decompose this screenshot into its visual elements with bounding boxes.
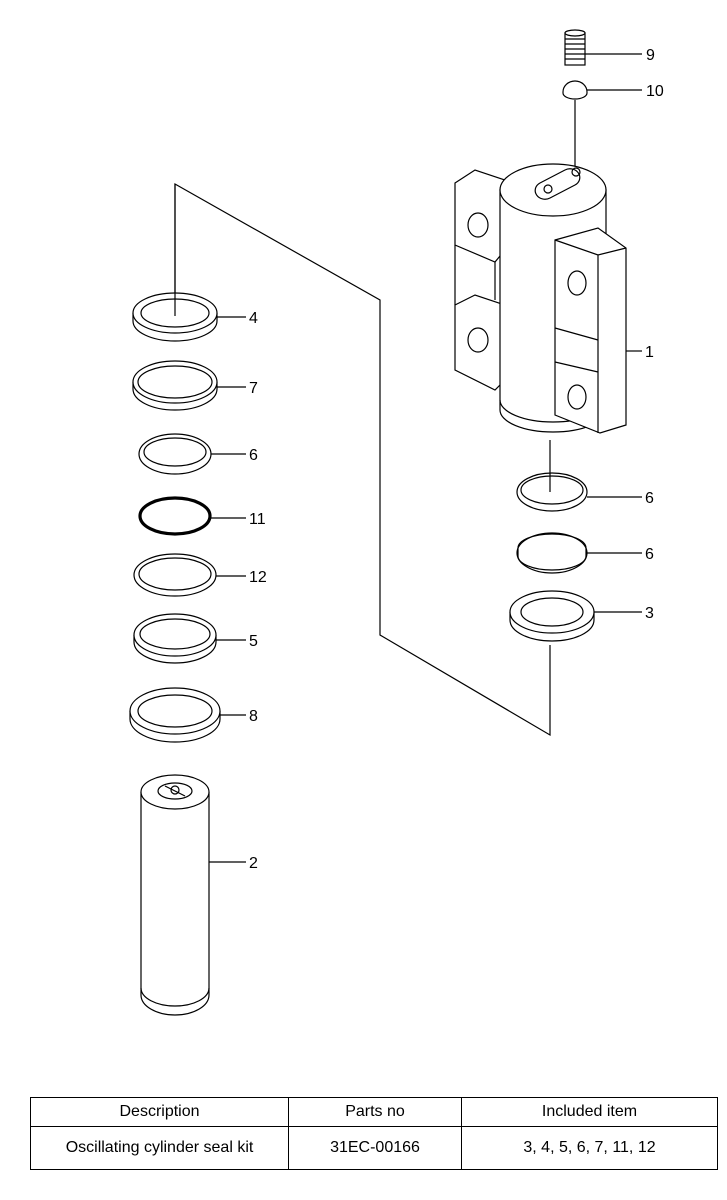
callout-7: 7: [249, 380, 258, 397]
callout-5: 5: [249, 633, 258, 650]
table-header-row: Description Parts no Included item: [30, 1097, 718, 1127]
part-1-cylinder-housing: [454, 163, 627, 434]
part-7-seal: [132, 360, 218, 411]
part-5-seal: [133, 613, 217, 664]
part-3-ring: [509, 590, 595, 642]
callout-9: 9: [646, 47, 655, 64]
exploded-parts-diagram: 9 10 1 6 6 3 4 7 6 11 12 5 8 2: [129, 29, 664, 1016]
cell-parts-no: 31EC-00166: [288, 1126, 462, 1170]
cell-included-item: 3, 4, 5, 6, 7, 11, 12: [461, 1126, 718, 1170]
part-12-seal: [133, 553, 217, 597]
part-10-steel-ball: [562, 80, 588, 100]
callout-11: 11: [249, 511, 266, 528]
callout-8: 8: [249, 708, 258, 725]
part-6-left-seal: [138, 433, 212, 475]
callout-3: 3: [645, 605, 654, 622]
callout-10: 10: [646, 83, 664, 100]
part-4-ring: [132, 184, 218, 342]
header-parts-no: Parts no: [288, 1097, 462, 1127]
callout-12: 12: [249, 569, 267, 586]
callout-2: 2: [249, 855, 258, 872]
callout-6-right-upper: 6: [645, 490, 654, 507]
callout-6-right-lower: 6: [645, 546, 654, 563]
callout-1: 1: [645, 344, 654, 361]
assembly-guide-line: [174, 182, 551, 737]
part-9-set-screw: [564, 29, 586, 66]
header-description: Description: [30, 1097, 289, 1127]
header-included-item: Included item: [461, 1097, 718, 1127]
table-row: Oscillating cylinder seal kit 31EC-00166…: [30, 1126, 718, 1170]
cell-description: Oscillating cylinder seal kit: [30, 1126, 289, 1170]
callout-6-left: 6: [249, 447, 258, 464]
part-2-pin: [140, 774, 210, 1016]
callout-4: 4: [249, 310, 258, 327]
seal-kit-table: Description Parts no Included item Oscil…: [30, 1097, 718, 1170]
part-11-o-ring: [138, 496, 212, 536]
part-6-right-upper-seal: [516, 472, 588, 512]
part-8-ring: [129, 687, 221, 743]
leader-lines: [209, 53, 642, 863]
part-6-right-lower-seal: [516, 532, 588, 574]
